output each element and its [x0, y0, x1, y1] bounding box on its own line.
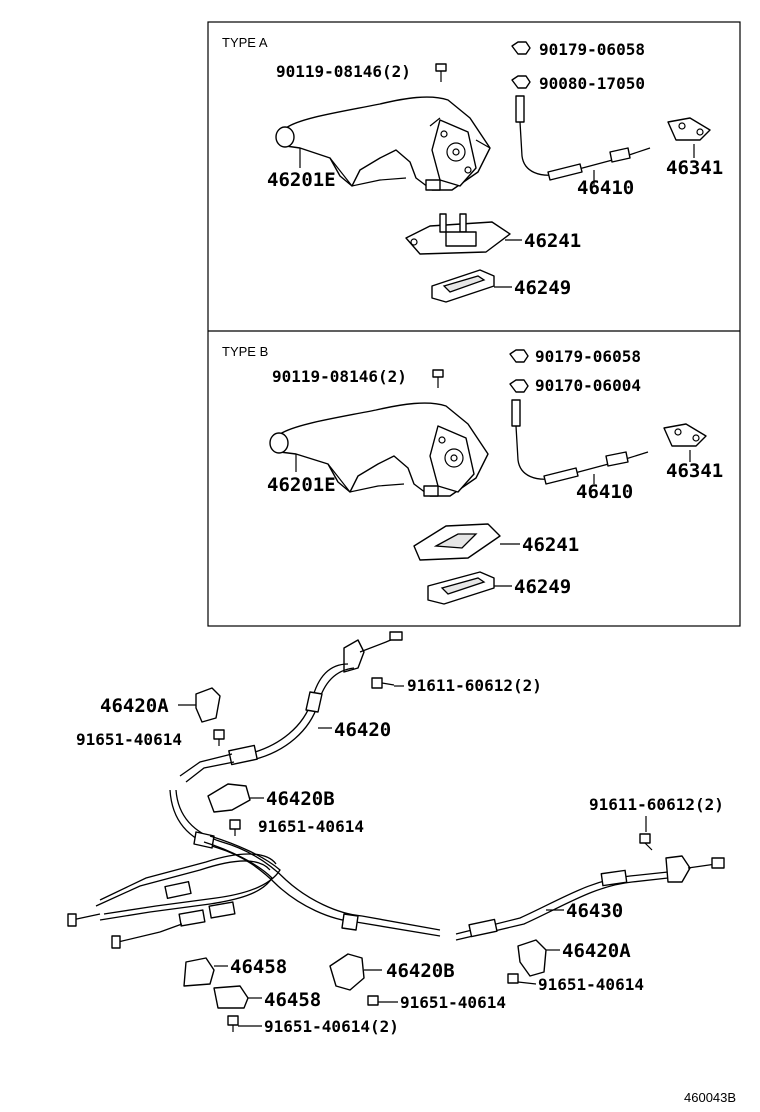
- type-b-panel: TYPE B 90119-08146(2) 90179-06058 90170-…: [222, 344, 723, 605]
- type-b-label-lever: 46201E: [267, 474, 336, 496]
- lever-base-drawing: [413, 523, 501, 561]
- label-bolt-right2: 91651-40614: [538, 975, 644, 994]
- label-bolt-mid2: 91651-40614: [400, 993, 506, 1012]
- type-b-title: TYPE B: [222, 344, 268, 359]
- boot-drawing: [431, 269, 495, 303]
- nut-icon: [511, 75, 531, 89]
- type-b-label-base: 46241: [522, 534, 579, 556]
- label-cable-left: 46420: [334, 719, 391, 741]
- bolt-icon: [507, 973, 537, 985]
- bolt-icon: [227, 1015, 262, 1032]
- bolt-icon: [639, 833, 653, 851]
- clamp-drawing: [517, 939, 547, 977]
- type-a-label-cable: 46410: [577, 177, 634, 199]
- nut-icon: [511, 41, 531, 55]
- type-a-label-nut-top: 90179-06058: [539, 40, 645, 59]
- type-a-label-bracket: 46341: [666, 157, 723, 179]
- type-a-label-bolt: 90119-08146(2): [276, 62, 411, 81]
- type-b-label-cable: 46410: [576, 481, 633, 503]
- label-bolt-left: 91651-40614: [76, 730, 182, 749]
- panel-frame: [207, 21, 741, 627]
- parking-brake-lever-drawing: [275, 96, 491, 191]
- type-a-panel: TYPE A 90119-08146(2) 90179-06058 90080-…: [222, 35, 723, 303]
- bolt-icon: [435, 63, 447, 82]
- type-b-label-boot: 46249: [514, 576, 571, 598]
- type-b-label-bracket: 46341: [666, 460, 723, 482]
- label-cable-right: 46430: [566, 900, 623, 922]
- nut-icon: [509, 349, 529, 363]
- clip-drawing: [183, 957, 215, 987]
- cable-46430-drawing: [67, 789, 725, 949]
- boot-drawing: [427, 571, 495, 605]
- label-bolt-right: 91611-60612(2): [589, 795, 724, 814]
- cable-bracket-drawing: [667, 117, 711, 158]
- clamp-drawing: [195, 687, 221, 723]
- clamp-drawing: [329, 953, 365, 991]
- cable-bracket-drawing: [663, 423, 707, 462]
- label-clamp-mid: 46420B: [266, 788, 335, 810]
- label-clamp-mid2: 46420B: [386, 960, 455, 982]
- clip-drawing: [213, 985, 249, 1009]
- type-a-label-base: 46241: [524, 230, 581, 252]
- lever-base-drawing: [405, 213, 511, 255]
- brake-cable-drawing: [515, 95, 651, 185]
- bolt-icon: [371, 677, 404, 689]
- label-bolt-top: 91611-60612(2): [407, 676, 542, 695]
- label-bolt-mid: 91651-40614: [258, 817, 364, 836]
- label-clamp-right: 46420A: [562, 940, 631, 962]
- type-b-label-nut-top: 90179-06058: [535, 347, 641, 366]
- type-b-label-nut-mid: 90170-06004: [535, 376, 641, 395]
- rear-cables-section: 46420 91611-60612(2) 46420A 91651-40614 …: [67, 631, 725, 1036]
- type-a-title: TYPE A: [222, 35, 268, 50]
- label-bolt-bottom: 91651-40614(2): [264, 1017, 399, 1036]
- label-clip-1: 46458: [230, 956, 287, 978]
- type-a-label-lever: 46201E: [267, 169, 336, 191]
- clamp-drawing: [207, 783, 251, 813]
- bolt-icon: [229, 819, 241, 836]
- label-clip-2: 46458: [264, 989, 321, 1011]
- cable-46420-drawing: [179, 631, 403, 783]
- brake-cable-drawing: [511, 399, 649, 485]
- diagram-code: 460043B: [684, 1090, 736, 1105]
- type-a-label-nut-mid: 90080-17050: [539, 74, 645, 93]
- bolt-icon: [213, 729, 225, 746]
- type-b-label-bolt: 90119-08146(2): [272, 367, 407, 386]
- bolt-icon: [367, 995, 398, 1006]
- nut-icon: [509, 379, 529, 393]
- label-clamp-left: 46420A: [100, 695, 169, 717]
- type-a-label-boot: 46249: [514, 277, 571, 299]
- bolt-icon: [432, 369, 444, 388]
- parking-brake-lever-drawing: [269, 402, 489, 497]
